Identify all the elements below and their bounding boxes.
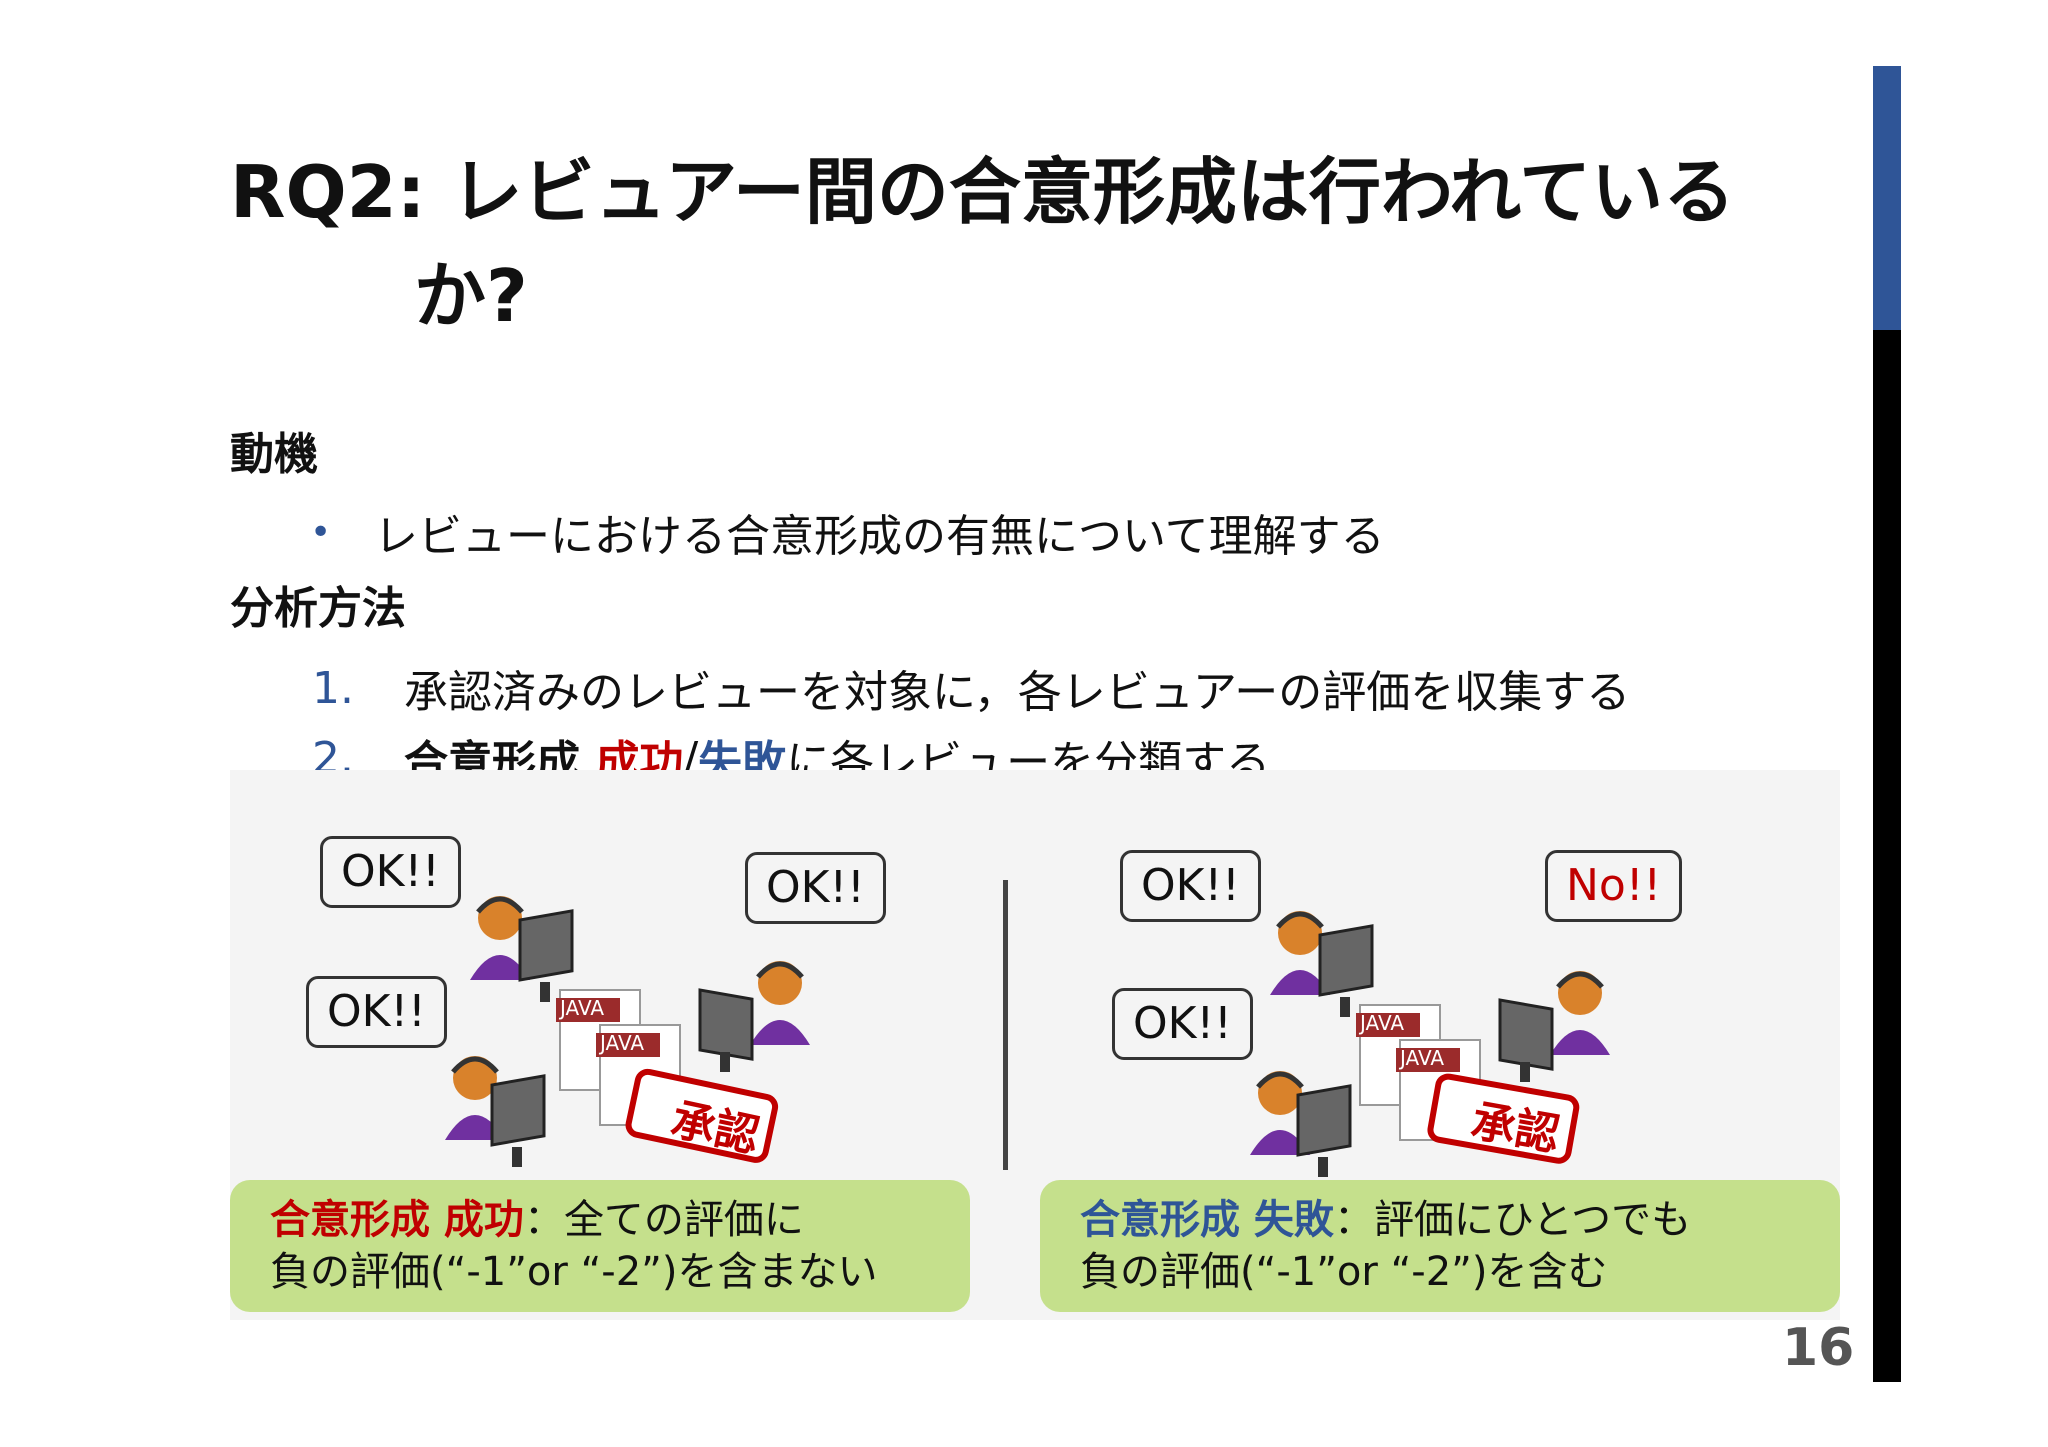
title-line-1: RQ2: レビュアー間の合意形成は行われている [230, 150, 1736, 234]
reviewer-icon [750, 961, 810, 1045]
speech-bubble-ok: OK!! [745, 852, 886, 924]
summary-line-2: 負の評価(“-1”or “-2”)を含む [1080, 1249, 1608, 1295]
summary-colon: ： [1333, 1197, 1374, 1243]
summary-label: 合意形成 失敗 [1080, 1197, 1334, 1243]
method-item-text: 承認済みのレビューを対象に，各レビュアーの評価を収集する [404, 667, 1631, 718]
failure-summary-box: 合意形成 失敗：評価にひとつでも 負の評価(“-1”or “-2”)を含む [1040, 1180, 1840, 1312]
motive-heading: 動機 [230, 429, 318, 480]
monitor-icon [518, 909, 574, 1002]
success-summary-box: 合意形成 成功：全ての評価に 負の評価(“-1”or “-2”)を含まない [230, 1180, 970, 1312]
side-bar [1873, 330, 1901, 1382]
method-heading: 分析方法 [230, 583, 406, 634]
monitor-icon [490, 1074, 546, 1167]
speech-bubble-ok: OK!! [320, 836, 461, 908]
side-bar-accent [1873, 66, 1901, 330]
summary-colon: ： [523, 1197, 564, 1243]
approval-stamp-icon [625, 1068, 779, 1163]
left-review-illustration [445, 896, 810, 1167]
java-file-label: JAVA [560, 996, 605, 1020]
title-line-2: か? [414, 254, 528, 338]
speech-bubble-ok: OK!! [306, 976, 447, 1048]
page-number: 16 [1782, 1318, 1855, 1378]
method-item-1: 1. 承認済みのレビューを対象に，各レビュアーの評価を収集する [312, 656, 1630, 720]
reviewer-icon [470, 896, 530, 980]
reviewer-icon [445, 1056, 505, 1140]
monitor-icon [1296, 1084, 1352, 1177]
reviewer-icon [1270, 911, 1330, 995]
summary-text: 全ての評価に [563, 1197, 804, 1243]
slide-title: RQ2: レビュアー間の合意形成は行われている か? [230, 140, 1735, 348]
java-file-label: JAVA [600, 1031, 645, 1055]
monitor-icon [698, 988, 754, 1072]
right-review-illustration [1250, 911, 1610, 1177]
speech-bubble-ok: OK!! [1120, 850, 1261, 922]
summary-line-1: 合意形成 成功：全ての評価に [270, 1194, 930, 1246]
java-file-label: JAVA [1360, 1011, 1405, 1035]
figure-divider [1003, 880, 1008, 1170]
motive-bullet-text: レビューにおける合意形成の有無について理解する [374, 511, 1385, 562]
speech-bubble-no: No!! [1545, 850, 1683, 922]
method-item-number: 1. [312, 662, 354, 714]
monitor-icon [1318, 924, 1374, 1017]
summary-label: 合意形成 成功 [270, 1197, 524, 1243]
summary-text: 評価にひとつでも [1373, 1197, 1692, 1243]
speech-bubble-ok: OK!! [1112, 988, 1253, 1060]
motive-bullet: • レビューにおける合意形成の有無について理解する [310, 500, 1385, 564]
reviewer-icon [1550, 971, 1610, 1055]
approval-stamp-icon [1427, 1073, 1580, 1164]
summary-line-1: 合意形成 失敗：評価にひとつでも [1080, 1194, 1800, 1246]
java-file-label: JAVA [1400, 1046, 1445, 1070]
monitor-icon [1498, 998, 1554, 1082]
bullet-icon: • [310, 511, 332, 553]
reviewer-icon [1250, 1071, 1310, 1155]
summary-line-2: 負の評価(“-1”or “-2”)を含まない [270, 1249, 878, 1295]
